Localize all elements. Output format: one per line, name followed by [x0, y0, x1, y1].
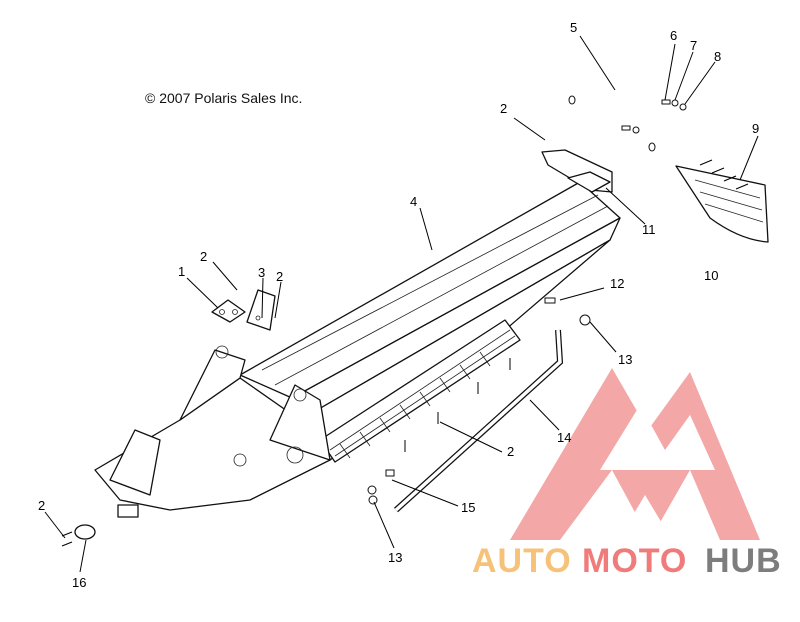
callout-label: 7 [690, 38, 697, 53]
watermark-auto: AUTO [472, 542, 572, 580]
rear-bracket-part-11 [541, 149, 613, 193]
callout-label: 6 [670, 28, 677, 43]
hitch-bar-part-14 [393, 329, 564, 513]
snow-flap-part-10 [675, 165, 769, 243]
callout-label: 8 [714, 49, 721, 64]
fasteners [367, 297, 591, 505]
callout-label: 12 [610, 276, 624, 291]
part-16 [61, 524, 96, 547]
rear-bumper-part-5 [568, 58, 715, 152]
bracket-part-1 [211, 299, 246, 323]
watermark-logo [510, 368, 760, 540]
callout-label: 5 [570, 20, 577, 35]
watermark-text: AUTO MOTO HUB [472, 542, 782, 580]
callout-label: 14 [557, 430, 571, 445]
copyright-text: © 2007 Polaris Sales Inc. [145, 90, 302, 106]
bracket-part-3 [246, 289, 276, 331]
callout-label: 9 [752, 121, 759, 136]
callout-label: 2 [38, 498, 45, 513]
callout-label: 16 [72, 575, 86, 590]
rivets-part-9 [699, 159, 749, 190]
running-board-mesh [329, 329, 516, 459]
callout-label: 13 [388, 550, 402, 565]
callout-label: 2 [507, 444, 514, 459]
leader-lines [44, 35, 759, 573]
callout-label: 4 [410, 194, 417, 209]
callout-labels: 1 2 3 2 4 5 6 7 8 2 9 10 11 12 13 14 2 1… [38, 20, 759, 590]
callout-label: 2 [200, 249, 207, 264]
callout-label: 2 [276, 269, 283, 284]
watermark-hub: HUB [705, 542, 782, 580]
callout-label: 2 [500, 101, 507, 116]
callout-label: 15 [461, 500, 475, 515]
callout-label: 13 [618, 352, 632, 367]
callout-label: 10 [704, 268, 718, 283]
callout-label: 1 [178, 264, 185, 279]
watermark-moto: MOTO [582, 542, 687, 580]
tunnel-assembly [94, 181, 621, 518]
callout-label: 11 [642, 222, 656, 237]
callout-label: 3 [258, 265, 265, 280]
